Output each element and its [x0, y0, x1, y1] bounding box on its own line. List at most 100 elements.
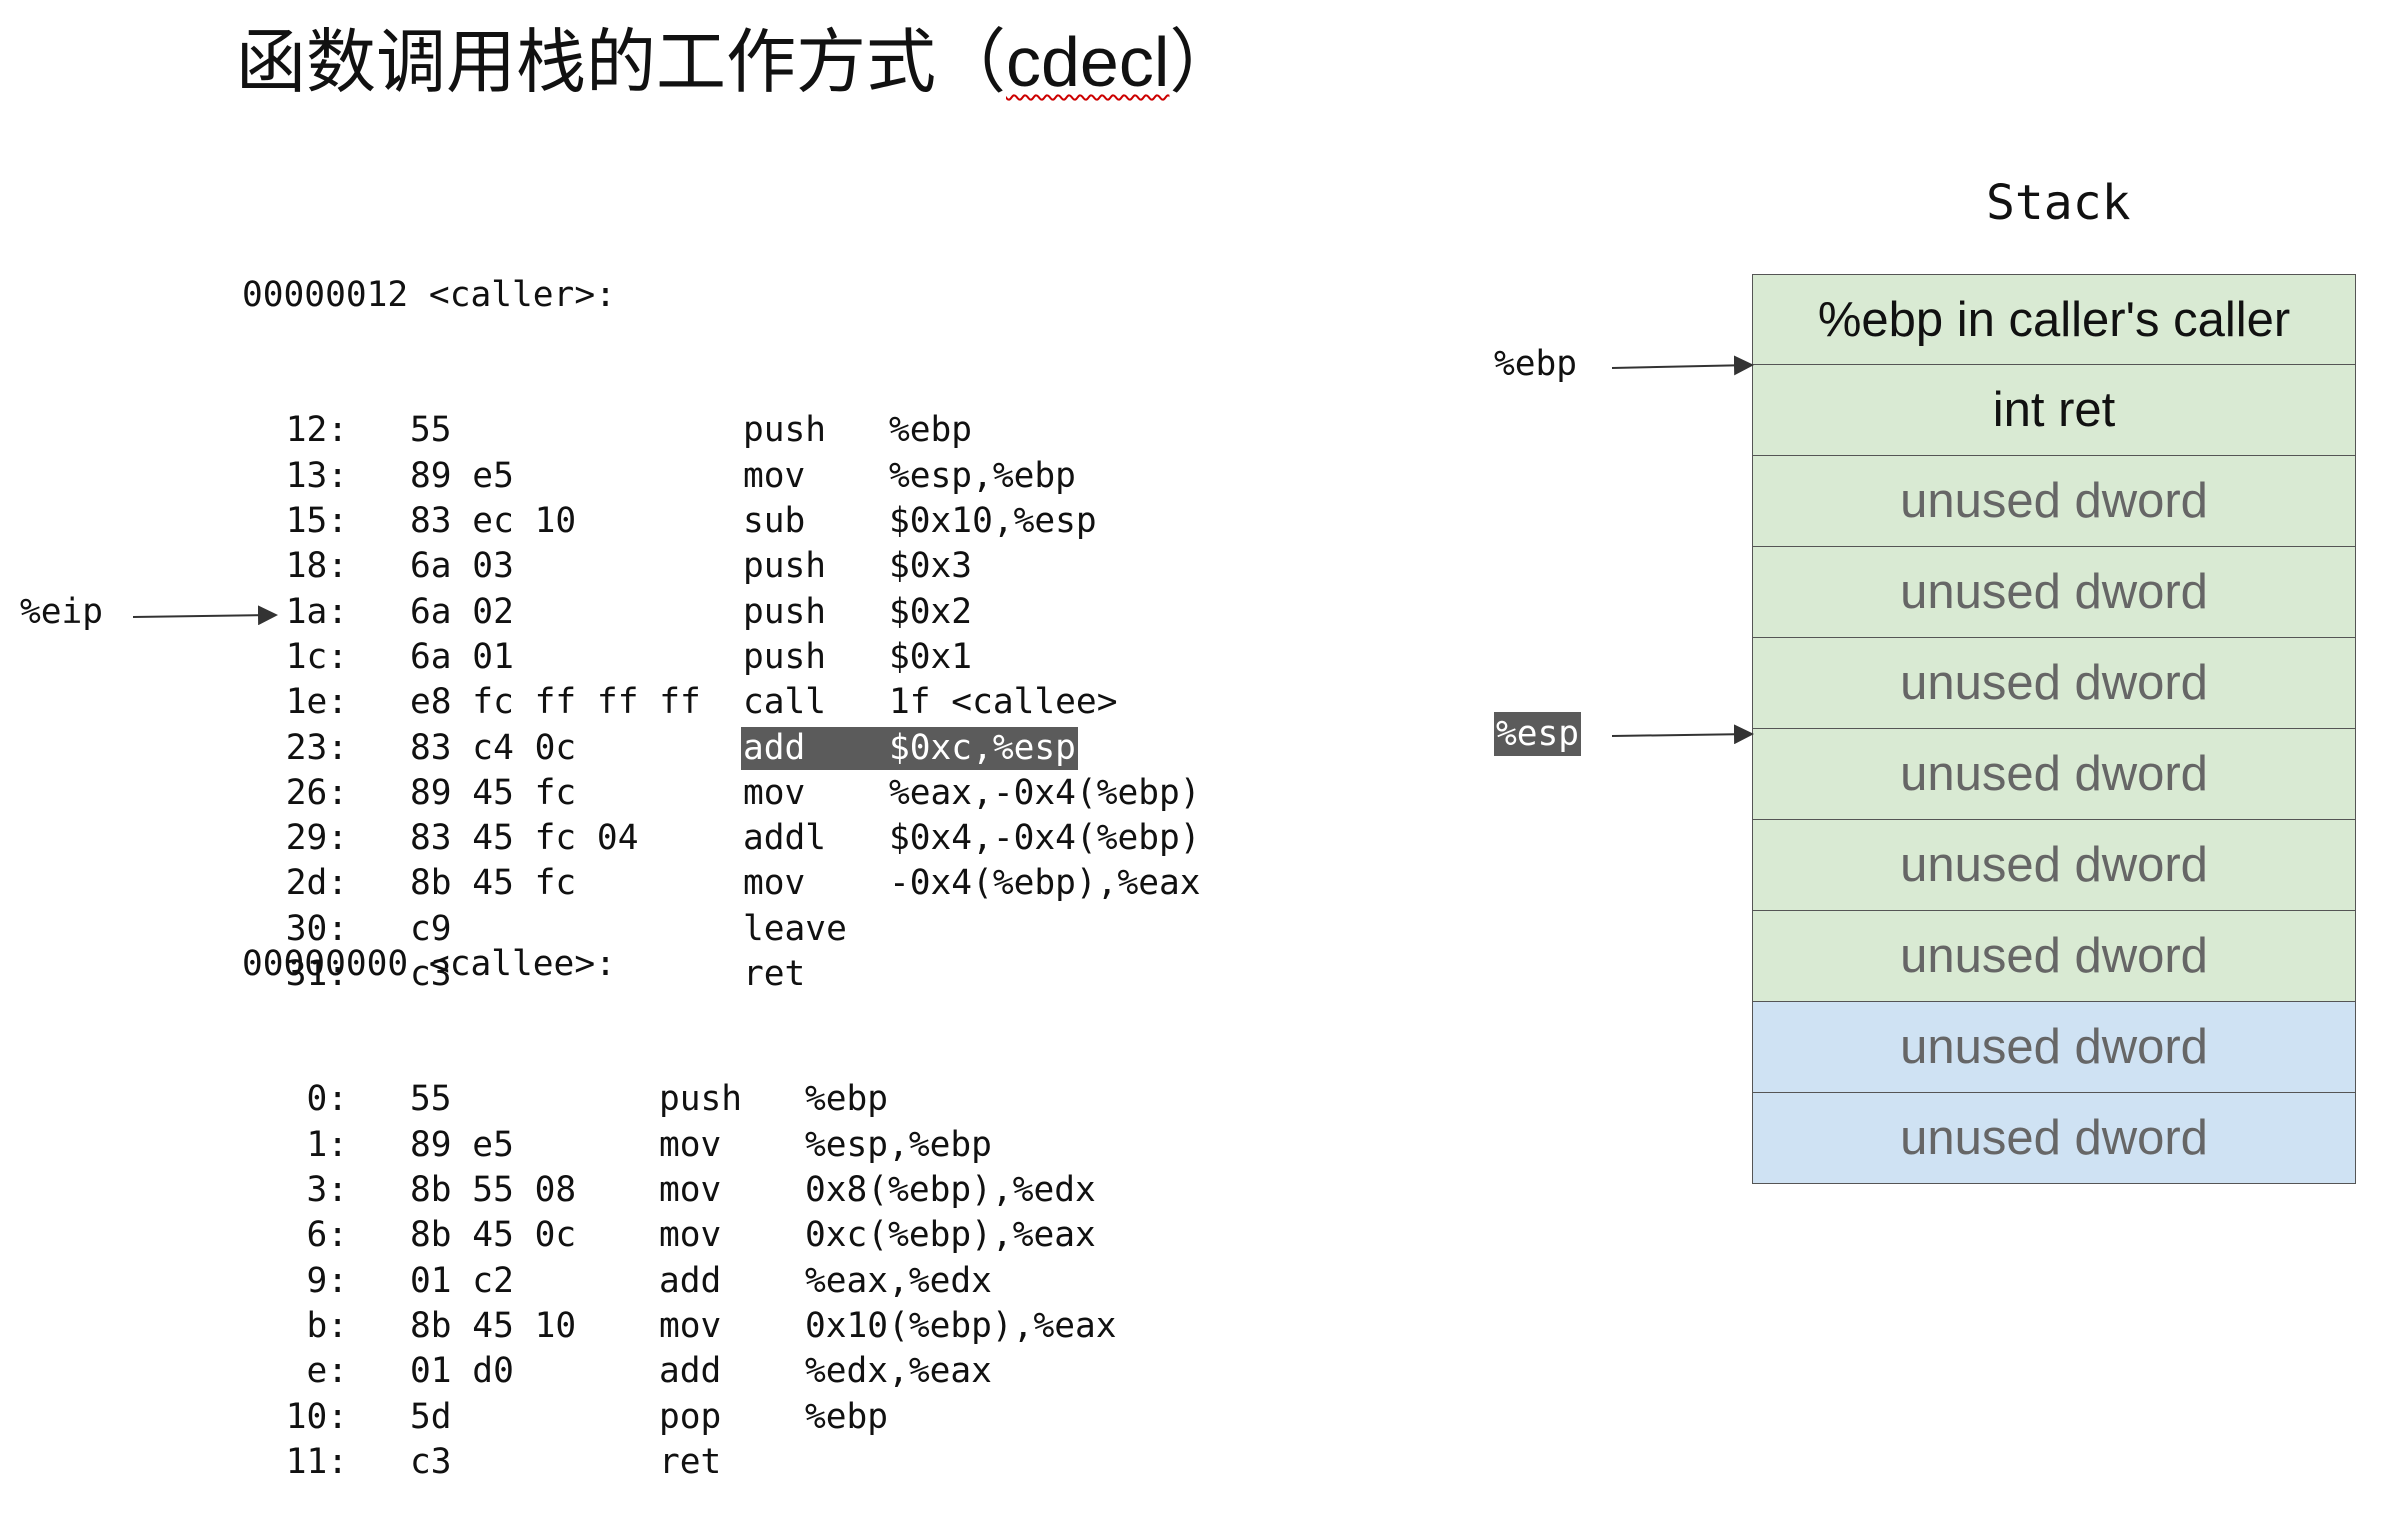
- caller-mnemonic: push: [743, 636, 827, 677]
- callee-address: 10:: [285, 1396, 348, 1437]
- ebp-label: %ebp: [1494, 344, 1578, 384]
- callee-operands: %edx,%eax: [805, 1351, 992, 1392]
- callee-mnemonic: mov: [659, 1215, 722, 1256]
- stack-cell: %ebp in caller's caller: [1752, 274, 2356, 365]
- stack-cell: unused dword: [1752, 820, 2356, 911]
- pointer-arrows: [132, 355, 1754, 745]
- stack-cell-label: unused dword: [1900, 565, 2208, 619]
- stack-cell-label: unused dword: [1900, 747, 2208, 801]
- caller-address: 15:: [285, 501, 348, 542]
- caller-bytes: 8b 45 fc: [410, 863, 577, 904]
- stack-cell-label: unused dword: [1900, 474, 2208, 528]
- stack-diagram: %ebp in caller's caller int ret unused dwo…: [1752, 274, 2356, 1184]
- callee-mnemonic: add: [659, 1260, 722, 1301]
- caller-bytes: c3: [410, 954, 452, 995]
- callee-address: 9:: [306, 1260, 348, 1301]
- caller-mnemonic: push: [743, 410, 827, 451]
- caller-address: 12:: [285, 410, 348, 451]
- stack-cell-label: unused dword: [1900, 838, 2208, 892]
- caller-line: 29: 83 45 fc 04 addl $0x4,-0x4(%ebp): [242, 816, 1201, 861]
- stack-cell-label: %ebp in caller's caller: [1817, 292, 2291, 347]
- title-cdecl: cdecl: [1006, 23, 1170, 101]
- caller-mnemonic: add: [743, 727, 806, 768]
- callee-operands: %esp,%ebp: [805, 1124, 992, 1165]
- caller-mnemonic: ret: [743, 954, 806, 995]
- stack-cell: unused dword: [1752, 729, 2356, 820]
- callee-header-row: 00000000 <callee>:: [242, 942, 616, 987]
- caller-address: 29:: [285, 818, 348, 859]
- stack-title: Stack: [1986, 175, 2131, 231]
- title-open-paren: （: [936, 23, 1006, 101]
- ebp-arrow: [1611, 355, 1754, 376]
- caller-bytes: 6a 01: [410, 636, 514, 677]
- stack-cell: unused dword: [1752, 638, 2356, 729]
- caller-bytes: 83 ec 10: [410, 501, 577, 542]
- caller-operands: $0xc,%esp: [889, 727, 1076, 768]
- caller-bytes: 83 c4 0c: [410, 727, 577, 768]
- caller-operands: -0x4(%ebp),%eax: [889, 863, 1201, 904]
- callee-operands: %eax,%edx: [805, 1260, 992, 1301]
- callee-address: 11:: [285, 1441, 348, 1482]
- caller-operands: $0x4,-0x4(%ebp): [889, 818, 1201, 859]
- stack-cell: unused dword: [1752, 911, 2356, 1002]
- stack-cell: unused dword: [1752, 1002, 2356, 1093]
- caller-mnemonic: leave: [743, 908, 847, 949]
- callee-address: e:: [306, 1351, 348, 1392]
- caller-operands: $0x3: [889, 546, 973, 587]
- callee-mnemonic: pop: [659, 1396, 722, 1437]
- stack-cell-label: unused dword: [1900, 656, 2208, 710]
- stack-cell-label: unused dword: [1900, 1020, 2208, 1074]
- caller-address: 26:: [285, 772, 348, 813]
- caller-header: 00000012 <caller>:: [242, 274, 616, 315]
- stack-cell: unused dword: [1752, 1093, 2356, 1184]
- callee-address: 1:: [306, 1124, 348, 1165]
- caller-bytes: 83 45 fc 04: [410, 818, 639, 859]
- callee-bytes: 55: [410, 1079, 452, 1120]
- caller-address: 1e:: [285, 682, 348, 723]
- callee-operands: %ebp: [805, 1396, 889, 1437]
- caller-bytes: c9: [410, 908, 452, 949]
- caller-bytes: 89 e5: [410, 455, 514, 496]
- callee-mnemonic: mov: [659, 1124, 722, 1165]
- caller-header-row: 00000012 <caller>:: [242, 273, 616, 318]
- callee-operands: %ebp: [805, 1079, 889, 1120]
- caller-line: 31: c3 ret: [242, 952, 806, 997]
- callee-bytes: 8b 55 08: [410, 1170, 577, 1211]
- esp-arrow: [1611, 724, 1754, 745]
- callee-bytes: 8b 45 0c: [410, 1215, 577, 1256]
- caller-address: 30:: [285, 908, 348, 949]
- eip-label: %eip: [20, 592, 104, 632]
- stack-cell-label: int ret: [1992, 383, 2116, 437]
- caller-address: 13:: [285, 455, 348, 496]
- esp-label: %esp: [1494, 712, 1582, 756]
- caller-mnemonic: mov: [743, 455, 806, 496]
- caller-mnemonic: push: [743, 546, 827, 587]
- caller-mnemonic: addl: [743, 818, 827, 859]
- stack-cell: unused dword: [1752, 456, 2356, 547]
- callee-bytes: 5d: [410, 1396, 452, 1437]
- callee-line: 10: 5d pop %ebp: [242, 1395, 888, 1440]
- callee-bytes: 89 e5: [410, 1124, 514, 1165]
- stack-cell: int ret: [1752, 365, 2356, 456]
- title-cjk: 函数调用栈的工作方式: [236, 21, 936, 103]
- callee-bytes: c3: [410, 1441, 452, 1482]
- caller-address: 1c:: [285, 636, 348, 677]
- callee-bytes: 01 d0: [410, 1351, 514, 1392]
- caller-address: 31:: [285, 954, 348, 995]
- stack-cell-label: unused dword: [1900, 929, 2208, 983]
- callee-mnemonic: push: [659, 1079, 743, 1120]
